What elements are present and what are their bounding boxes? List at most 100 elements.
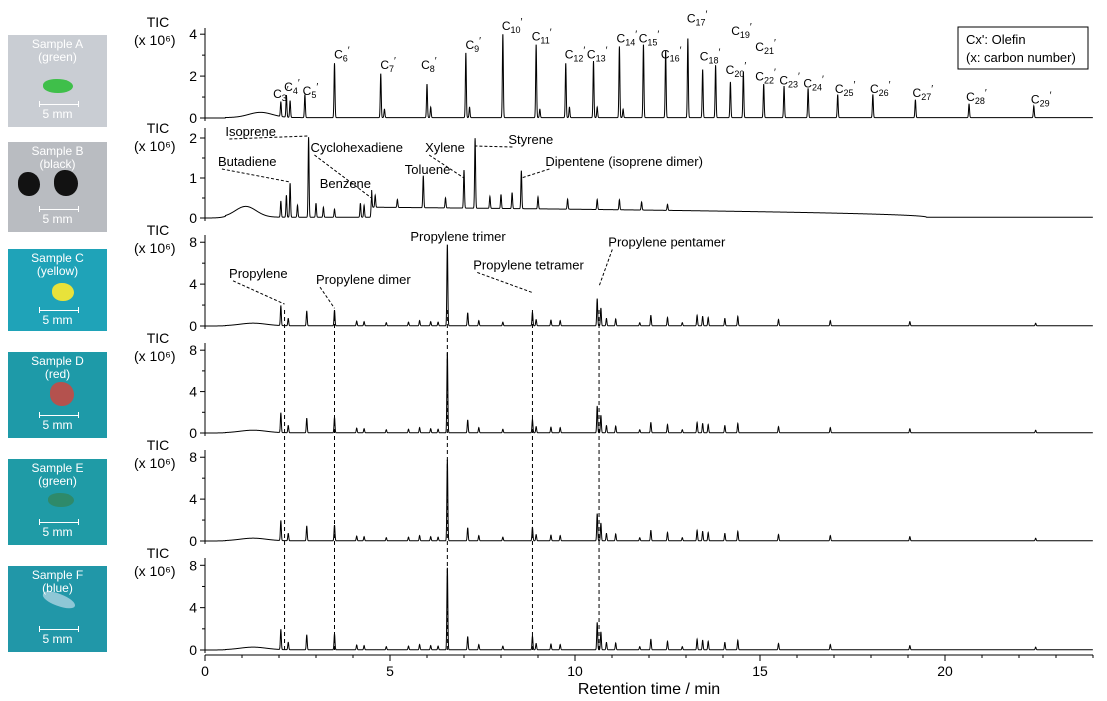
legend-frame xyxy=(957,26,1089,70)
y-tick-label: 4 xyxy=(189,491,197,507)
peak-label: C21′ xyxy=(755,38,776,56)
tic-trace xyxy=(205,567,1093,651)
peak-label: C12′ xyxy=(565,45,586,63)
peak-label: C22′ xyxy=(755,67,776,85)
peak-label: C9′ xyxy=(465,36,481,54)
y-tick-label: 0 xyxy=(189,425,197,441)
x-axis-label: Retention time / min xyxy=(578,681,720,698)
annotation-leader xyxy=(475,145,513,148)
peak-label: C27′ xyxy=(913,84,934,102)
annotation-leader xyxy=(229,135,309,140)
peak-annotation: Propylene pentamer xyxy=(608,234,726,249)
peak-label: C20′ xyxy=(726,61,747,79)
peak-annotation: Propylene trimer xyxy=(410,229,506,244)
annotation-leader xyxy=(314,154,372,199)
y-axis-unit: (x 10⁶) xyxy=(134,32,176,48)
x-tick-label: 20 xyxy=(937,663,953,679)
sample-photo-b: Sample B(black) 5 mm xyxy=(8,142,107,232)
peak-annotation: Propylene xyxy=(229,266,288,281)
legend-box: Cx': Olefin (x: carbon number) xyxy=(957,26,1089,70)
sample-label: Sample A(green) xyxy=(31,37,84,64)
y-axis-unit: (x 10⁶) xyxy=(134,138,176,154)
peak-annotation: Dipentene (isoprene dimer) xyxy=(545,154,703,169)
x-tick-label: 0 xyxy=(201,663,209,679)
y-axis-unit: (x 10⁶) xyxy=(134,348,176,364)
annotation-leader xyxy=(319,286,335,309)
legend-text: (x: carbon number) xyxy=(966,50,1076,65)
scale-label: 5 mm xyxy=(42,418,73,432)
peak-label: C16′ xyxy=(661,45,682,63)
peak-label: C23′ xyxy=(779,71,800,89)
y-tick-label: 4 xyxy=(189,26,197,42)
y-tick-label: 0 xyxy=(189,110,197,126)
tic-trace xyxy=(205,137,1093,219)
annotation-leader xyxy=(521,168,550,179)
sample-specimen xyxy=(52,283,74,301)
annotation-leader xyxy=(221,168,291,183)
y-axis-unit: (x 10⁶) xyxy=(134,455,176,471)
x-tick-label: 10 xyxy=(567,663,583,679)
tic-trace xyxy=(205,459,1093,542)
peak-label: C7′ xyxy=(380,56,396,74)
y-tick-label: 8 xyxy=(189,234,197,250)
y-tick-label: 0 xyxy=(189,642,197,658)
y-tick-label: 0 xyxy=(189,210,197,226)
y-axis-label: TIC xyxy=(147,545,170,561)
peak-annotation: Propylene tetramer xyxy=(473,257,584,272)
scale-bar xyxy=(39,519,79,525)
peak-annotation: Benzene xyxy=(320,176,371,191)
y-tick-label: 2 xyxy=(189,68,197,84)
peak-annotation: Propylene dimer xyxy=(316,272,411,287)
sample-photo-d: Sample D(red) 5 mm xyxy=(8,352,107,438)
peak-label: C6′ xyxy=(334,45,350,63)
peak-label: C26′ xyxy=(870,80,891,98)
legend-text: Cx': Olefin xyxy=(966,32,1026,47)
x-tick-label: 15 xyxy=(752,663,768,679)
y-axis-label: TIC xyxy=(147,14,170,30)
scale-bar xyxy=(39,206,79,212)
sample-label: Sample C(yellow) xyxy=(31,251,84,278)
chromatogram-panel-e: 0 4 8 TIC (x 10⁶) xyxy=(134,437,1093,549)
y-axis-unit: (x 10⁶) xyxy=(134,240,176,256)
tic-trace xyxy=(205,352,1093,434)
peak-label: C17′ xyxy=(687,10,708,28)
sample-photo-e: Sample E(green) 5 mm xyxy=(8,459,107,545)
y-axis-label: TIC xyxy=(147,120,170,136)
peak-label: C14′ xyxy=(617,30,638,48)
y-axis-label: TIC xyxy=(147,222,170,238)
peak-label: C5′ xyxy=(303,82,319,100)
sample-photo-a: Sample A(green) 5 mm xyxy=(8,35,107,127)
peak-annotation: Styrene xyxy=(508,132,553,147)
sample-specimen xyxy=(50,382,74,406)
y-tick-label: 0 xyxy=(189,533,197,549)
y-tick-label: 8 xyxy=(189,449,197,465)
annotation-leader xyxy=(232,280,285,305)
y-tick-label: 4 xyxy=(189,600,197,616)
tic-trace xyxy=(205,244,1093,327)
y-axis-label: TIC xyxy=(147,437,170,453)
scale-label: 5 mm xyxy=(42,525,73,539)
y-tick-label: 4 xyxy=(189,384,197,400)
sample-label: Sample B(black) xyxy=(31,144,84,171)
scale-bar xyxy=(39,626,79,632)
peak-annotation: Cyclohexadiene xyxy=(310,140,403,155)
peak-annotation: Xylene xyxy=(425,140,465,155)
y-tick-label: 0 xyxy=(189,318,197,334)
sample-specimen xyxy=(18,172,40,196)
peak-label: C28′ xyxy=(966,88,987,106)
peak-label: C15′ xyxy=(639,30,660,48)
y-tick-label: 8 xyxy=(189,557,197,573)
annotation-leader xyxy=(477,271,533,294)
annotation-leader xyxy=(428,154,465,179)
scale-label: 5 mm xyxy=(42,313,73,327)
peak-annotation: Isoprene xyxy=(225,124,276,139)
y-tick-label: 2 xyxy=(189,130,197,146)
scale-bar xyxy=(39,412,79,418)
peak-label: C19′ xyxy=(731,22,752,40)
y-axis-unit: (x 10⁶) xyxy=(134,563,176,579)
